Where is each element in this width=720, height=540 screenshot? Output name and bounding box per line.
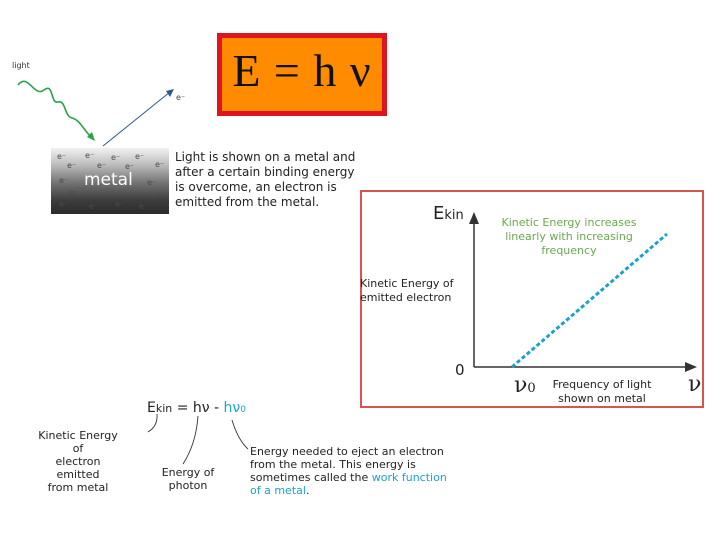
electron-symbol: e⁻ (151, 192, 161, 201)
electron-symbol: e⁻ (115, 200, 125, 209)
y-axis-label-sub: kin (444, 208, 464, 223)
electron-symbol: e⁻ (97, 161, 107, 170)
x-description-line: Frequency of light (552, 378, 652, 391)
threshold-frequency-label: ν0 (514, 373, 536, 398)
electron-symbol: e⁻ (147, 178, 157, 187)
threshold-main: ν (514, 373, 528, 398)
caption-line: emitted from the metal. (175, 195, 320, 209)
electron-symbol: e⁻ (89, 202, 99, 211)
kinetic-annotation-line: Kinetic Energy of (38, 429, 118, 455)
caption-line: after a certain binding energy (175, 165, 355, 179)
electron-symbol: e⁻ (139, 202, 149, 211)
kinetic-annotation-line: from metal (47, 481, 109, 494)
work-annotation-line: sometimes called the work function (250, 471, 447, 484)
electron-symbol: e⁻ (67, 161, 77, 170)
y-axis-label: Ekin (433, 203, 464, 224)
electron-symbol: e⁻ (135, 152, 145, 161)
equation-lhs-main: E (147, 400, 156, 416)
illustration-caption: Light is shown on a metal and after a ce… (175, 150, 355, 210)
electron-symbol: e⁻ (57, 152, 67, 161)
trend-note-line: frequency (541, 244, 597, 257)
photon-annotation-line: Energy of (161, 466, 215, 479)
electron-symbol: e⁻ (85, 151, 95, 160)
photoelectric-equation: Ekin = hν - hν0 (147, 400, 246, 416)
trend-note-line: linearly with increasing (505, 230, 633, 243)
electron-symbol: e⁻ (59, 176, 69, 185)
equation-lhs-sub: kin (155, 402, 173, 415)
photon-energy-annotation: Energy of photon (152, 466, 224, 492)
work-line3-prefix: sometimes called the (250, 471, 372, 484)
work-annotation-line: of a metal. (250, 484, 447, 497)
work-line4-suffix: . (305, 484, 310, 497)
photon-annotation-line: photon (168, 479, 208, 492)
metal-label: metal (84, 170, 133, 190)
work-term-sub: 0 (240, 405, 246, 415)
y-axis-label-main: E (433, 203, 445, 224)
threshold-sub: 0 (527, 381, 536, 396)
kinetic-energy-annotation: Kinetic Energy of electron emitted from … (35, 429, 121, 494)
x-axis-symbol: ν (688, 372, 702, 397)
kinetic-energy-trend-line (511, 232, 668, 369)
work-annotation-line: from the metal. This energy is (250, 458, 416, 471)
emitted-electron-label: e⁻ (176, 93, 186, 102)
work-function-term: hν0 (224, 400, 246, 416)
origin-label: 0 (455, 361, 465, 379)
light-label: light (12, 61, 30, 70)
work-term-main: hν (223, 400, 241, 416)
trend-note: Kinetic Energy increases linearly with i… (494, 216, 644, 258)
metal-block: e⁻ e⁻ e⁻ e⁻ e⁻ e⁻ e⁻ e⁻ e⁻ e⁻ e⁻ e⁻ e⁻ e… (51, 148, 169, 214)
trend-note-line: Kinetic Energy increases (501, 216, 637, 229)
work-annotation-line: Energy needed to eject an electron (250, 445, 444, 458)
electron-symbol: e⁻ (59, 200, 69, 209)
electron-symbol: e⁻ (125, 162, 135, 171)
equation-hv: = hν (176, 400, 210, 416)
work-function-highlight: work function (371, 471, 447, 484)
electron-symbol: e⁻ (69, 188, 79, 197)
equation-minus: - (209, 400, 224, 416)
y-axis-description: Kinetic Energy of emitted electron (360, 277, 454, 305)
y-description-line: Kinetic Energy of (360, 277, 454, 290)
graph-frame (360, 190, 704, 408)
x-description-line: shown on metal (558, 392, 646, 405)
kinetic-annotation-line: electron emitted (55, 455, 101, 481)
work-function-annotation: Energy needed to eject an electron from … (250, 445, 447, 497)
work-function-highlight: of a metal (250, 484, 306, 497)
formula-text: E = h ν (232, 45, 372, 96)
caption-line: Light is shown on a metal and (175, 150, 356, 164)
electron-symbol: e⁻ (111, 153, 121, 162)
formula-box: E = h ν (217, 33, 387, 116)
caption-line: is overcome, an electron is (175, 180, 337, 194)
y-description-line: emitted electron (360, 291, 452, 304)
electron-symbol: e⁻ (155, 160, 165, 169)
x-axis-description: Frequency of light shown on metal (550, 378, 654, 406)
